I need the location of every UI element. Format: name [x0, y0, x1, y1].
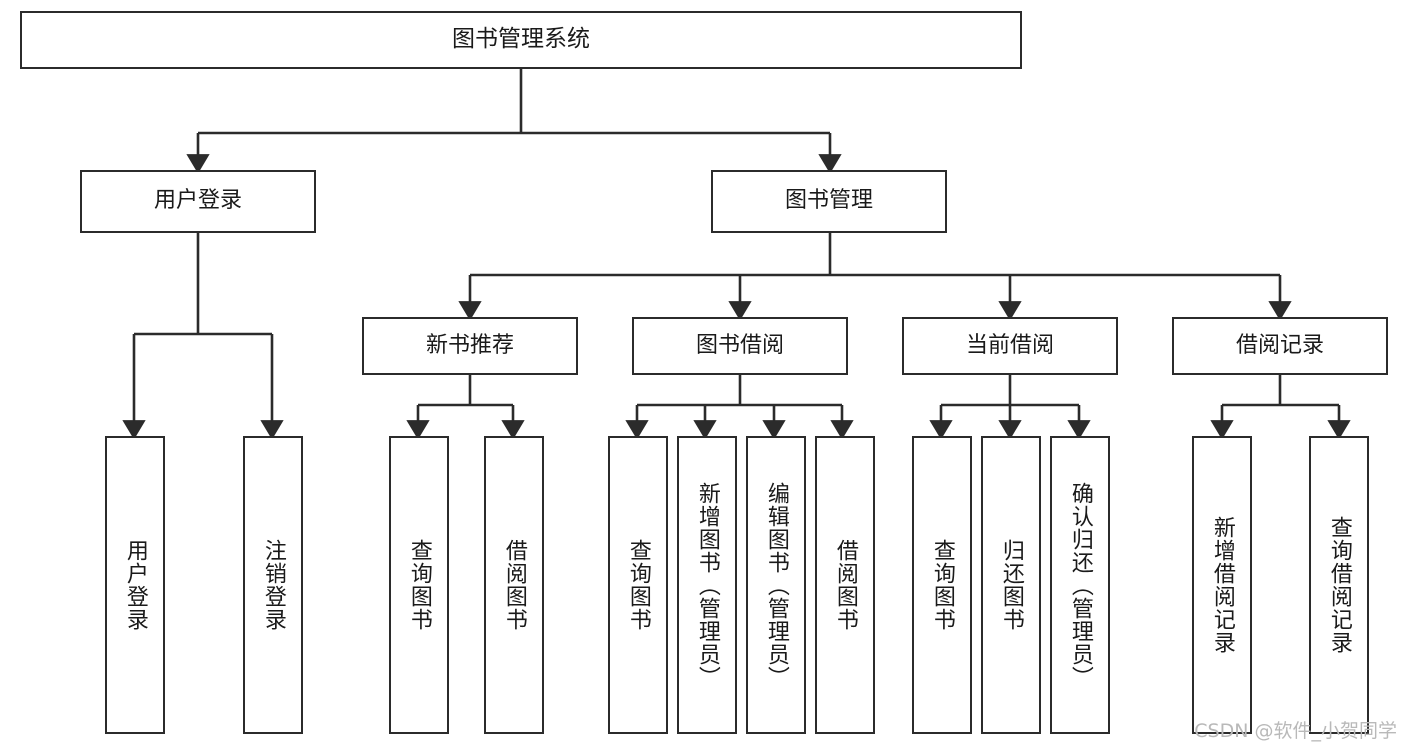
leaf-user-login-logout[interactable]: 注销登录 — [243, 436, 303, 734]
leaf-borrow-query-book[interactable]: 查询图书 — [608, 436, 668, 734]
node-borrow-record[interactable]: 借阅记录 — [1172, 317, 1388, 375]
node-new-book-recommend[interactable]: 新书推荐 — [362, 317, 578, 375]
leaf-current-query-book[interactable]: 查询图书 — [912, 436, 972, 734]
leaf-borrow-edit-book-admin[interactable]: 编辑图书（管理员） — [746, 436, 806, 734]
leaf-current-confirm-return-admin[interactable]: 确认归还（管理员） — [1050, 436, 1110, 734]
leaf-borrow-borrow-book[interactable]: 借阅图书 — [815, 436, 875, 734]
leaf-user-login-login[interactable]: 用户登录 — [105, 436, 165, 734]
node-root-system[interactable]: 图书管理系统 — [20, 11, 1022, 69]
leaf-record-add-record[interactable]: 新增借阅记录 — [1192, 436, 1252, 734]
node-current-borrow[interactable]: 当前借阅 — [902, 317, 1118, 375]
leaf-borrow-add-book-admin[interactable]: 新增图书（管理员） — [677, 436, 737, 734]
csdn-watermark: CSDN @软件_小贺同学 — [1194, 720, 1397, 742]
leaf-recommend-query-book[interactable]: 查询图书 — [389, 436, 449, 734]
leaf-recommend-borrow-book[interactable]: 借阅图书 — [484, 436, 544, 734]
node-user-login[interactable]: 用户登录 — [80, 170, 316, 233]
node-book-management[interactable]: 图书管理 — [711, 170, 947, 233]
leaf-record-query-record[interactable]: 查询借阅记录 — [1309, 436, 1369, 734]
leaf-current-return-book[interactable]: 归还图书 — [981, 436, 1041, 734]
node-book-borrow[interactable]: 图书借阅 — [632, 317, 848, 375]
